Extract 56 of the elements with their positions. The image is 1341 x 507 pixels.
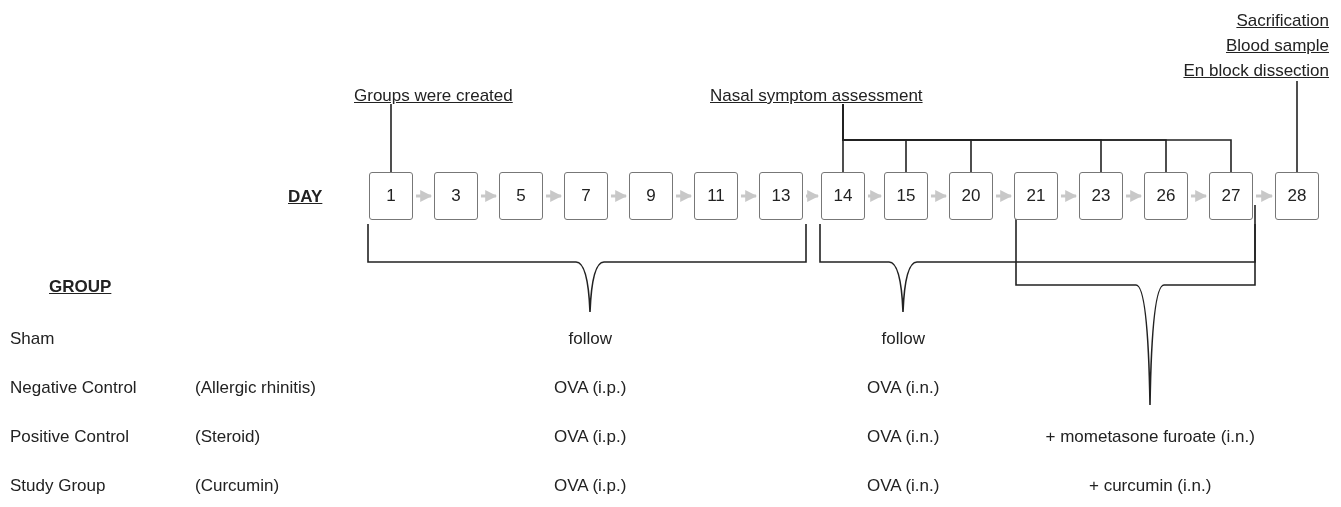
- arrow: [996, 190, 1013, 202]
- table-text: OVA (i.n.): [867, 427, 940, 447]
- arrow: [1191, 190, 1208, 202]
- day-box: 7: [564, 172, 608, 220]
- day-box: 11: [694, 172, 738, 220]
- table-text: follow: [568, 329, 612, 349]
- table-text: OVA (i.p.): [554, 378, 627, 398]
- table-text: OVA (i.p.): [554, 476, 627, 496]
- table-text: Study Group: [10, 476, 106, 496]
- arrow: [481, 190, 498, 202]
- leader-line: [390, 103, 392, 173]
- table-text: (Curcumin): [195, 476, 280, 496]
- table-text: OVA (i.n.): [867, 476, 940, 496]
- arrow: [1126, 190, 1143, 202]
- heading-label: GROUP: [49, 277, 112, 297]
- table-text: Positive Control: [10, 427, 130, 447]
- table-text: OVA (i.p.): [554, 427, 627, 447]
- day-box: 23: [1079, 172, 1123, 220]
- table-text: (Allergic rhinitis): [195, 378, 316, 398]
- day-box: 15: [884, 172, 928, 220]
- leader-line: [842, 103, 1232, 173]
- arrow: [806, 190, 820, 202]
- arrow: [931, 190, 948, 202]
- heading-label: DAY: [288, 187, 323, 207]
- arrow: [611, 190, 628, 202]
- table-text: + mometasone furoate (i.n.): [1045, 427, 1255, 447]
- day-box: 26: [1144, 172, 1188, 220]
- day-box: 9: [629, 172, 673, 220]
- table-text: Sham: [10, 329, 55, 349]
- leader-line: [1296, 80, 1298, 173]
- table-text: Negative Control: [10, 378, 137, 398]
- day-box: 3: [434, 172, 478, 220]
- table-text: + curcumin (i.n.): [1089, 476, 1212, 496]
- arrow: [741, 190, 758, 202]
- day-box: 1: [369, 172, 413, 220]
- day-box: 5: [499, 172, 543, 220]
- day-box: 20: [949, 172, 993, 220]
- arrow: [676, 190, 693, 202]
- arrow: [546, 190, 563, 202]
- table-text: follow: [881, 329, 925, 349]
- day-box: 28: [1275, 172, 1319, 220]
- annotation-text: Blood sample: [1226, 35, 1329, 57]
- day-box: 27: [1209, 172, 1253, 220]
- annotation-text: En block dissection: [1183, 60, 1329, 82]
- arrow: [416, 190, 433, 202]
- arrow: [868, 190, 883, 202]
- day-box: 13: [759, 172, 803, 220]
- arrow: [1256, 190, 1274, 202]
- annotation-text: Nasal symptom assessment: [710, 86, 923, 106]
- table-text: OVA (i.n.): [867, 378, 940, 398]
- day-box: 21: [1014, 172, 1058, 220]
- arrow: [1061, 190, 1078, 202]
- annotation-text: Sacrification: [1236, 10, 1329, 32]
- annotation-text: Groups were created: [354, 86, 513, 106]
- day-box: 14: [821, 172, 865, 220]
- table-text: (Steroid): [195, 427, 261, 447]
